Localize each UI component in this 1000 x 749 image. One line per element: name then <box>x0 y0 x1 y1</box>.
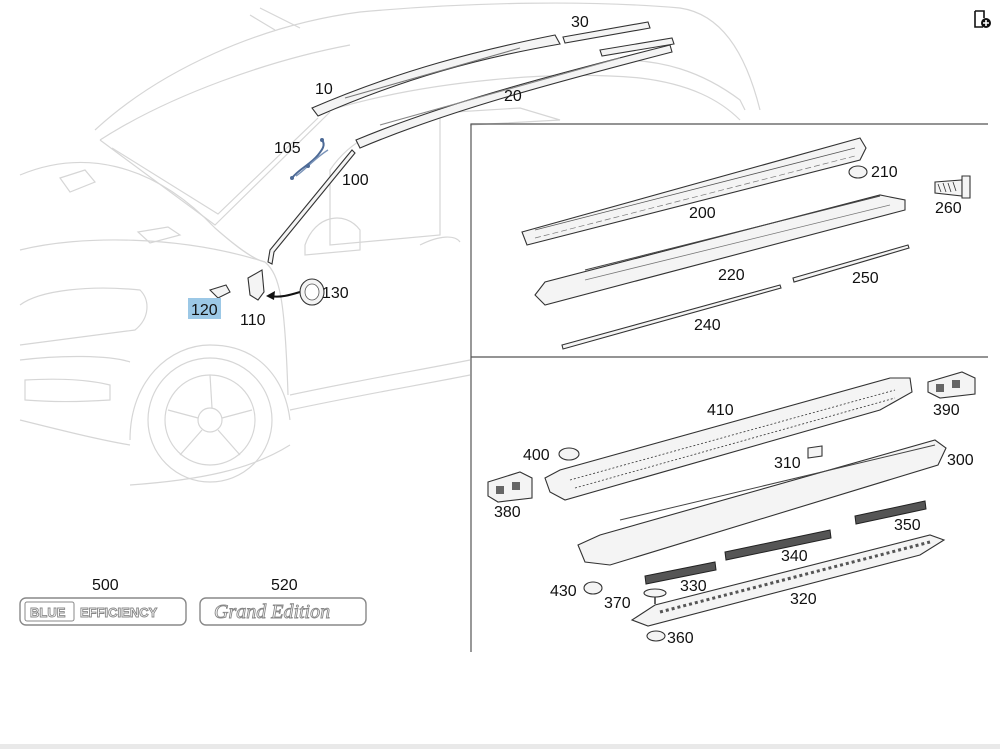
rubber-inserts <box>644 500 927 585</box>
running-board <box>577 439 947 566</box>
callout-240[interactable]: 240 <box>694 317 721 334</box>
callout-labels: 10 20 30 100 105 110 120 130 200 210 220… <box>92 14 974 647</box>
wiring-harness <box>290 138 329 180</box>
plug-430 <box>583 581 603 595</box>
roof-rail-parts <box>311 21 675 149</box>
retainer-clip <box>247 269 265 301</box>
clip-part <box>208 284 231 299</box>
svg-text:EFFICIENCY: EFFICIENCY <box>80 605 158 620</box>
sill-panel <box>534 194 906 306</box>
callout-120-highlight <box>188 298 221 319</box>
callout-130[interactable]: 130 <box>322 285 349 302</box>
callout-380[interactable]: 380 <box>494 504 521 521</box>
callout-500[interactable]: 500 <box>92 577 119 594</box>
callout-350[interactable]: 350 <box>894 517 921 534</box>
clip-370 <box>643 588 667 604</box>
plug-400 <box>558 447 580 461</box>
callout-10[interactable]: 10 <box>315 81 333 98</box>
callout-320[interactable]: 320 <box>790 591 817 608</box>
callout-20[interactable]: 20 <box>504 88 522 105</box>
callout-30[interactable]: 30 <box>571 14 589 31</box>
trim-strip-250 <box>792 244 910 283</box>
callout-100[interactable]: 100 <box>342 172 369 189</box>
screw-260 <box>934 175 971 199</box>
callout-210[interactable]: 210 <box>871 164 898 181</box>
callout-370[interactable]: 370 <box>604 595 631 612</box>
step-pad <box>630 534 946 627</box>
add-to-list-icon[interactable] <box>972 9 992 29</box>
svg-text:Grand Edition: Grand Edition <box>214 601 330 623</box>
callout-400[interactable]: 400 <box>523 447 550 464</box>
svg-text:BLUE: BLUE <box>30 605 66 620</box>
callout-520[interactable]: 520 <box>271 577 298 594</box>
badge-grand-edition: Grand Edition <box>199 597 367 626</box>
callout-120[interactable]: 120 <box>191 302 218 319</box>
callout-110[interactable]: 110 <box>240 312 266 329</box>
sill-bracket-rail <box>521 137 867 246</box>
callout-360[interactable]: 360 <box>667 630 694 647</box>
callout-390[interactable]: 390 <box>933 402 960 419</box>
trim-strip-240 <box>561 284 782 350</box>
badge-blue-efficiency: BLUE EFFICIENCY <box>19 597 187 626</box>
callout-220[interactable]: 220 <box>718 267 745 284</box>
callout-250[interactable]: 250 <box>852 270 879 287</box>
callout-410[interactable]: 410 <box>707 402 734 419</box>
part-310 <box>807 445 823 459</box>
a-pillar-trim <box>267 149 356 265</box>
callout-340[interactable]: 340 <box>781 548 808 565</box>
bracket-380 <box>487 471 533 503</box>
detail-frame-top <box>470 123 988 652</box>
callout-310[interactable]: 310 <box>774 455 801 472</box>
callout-260[interactable]: 260 <box>935 200 962 217</box>
grommet-360 <box>646 630 666 642</box>
vehicle-outline <box>19 2 761 486</box>
bracket-390 <box>927 371 976 399</box>
callout-200[interactable]: 200 <box>689 205 716 222</box>
cap-210 <box>848 165 868 179</box>
running-board-carrier <box>544 377 913 501</box>
callout-430[interactable]: 430 <box>550 583 577 600</box>
bottom-scroll-strip <box>0 744 1000 749</box>
callout-300[interactable]: 300 <box>947 452 974 469</box>
callout-105[interactable]: 105 <box>274 140 301 157</box>
callout-330[interactable]: 330 <box>680 578 707 595</box>
